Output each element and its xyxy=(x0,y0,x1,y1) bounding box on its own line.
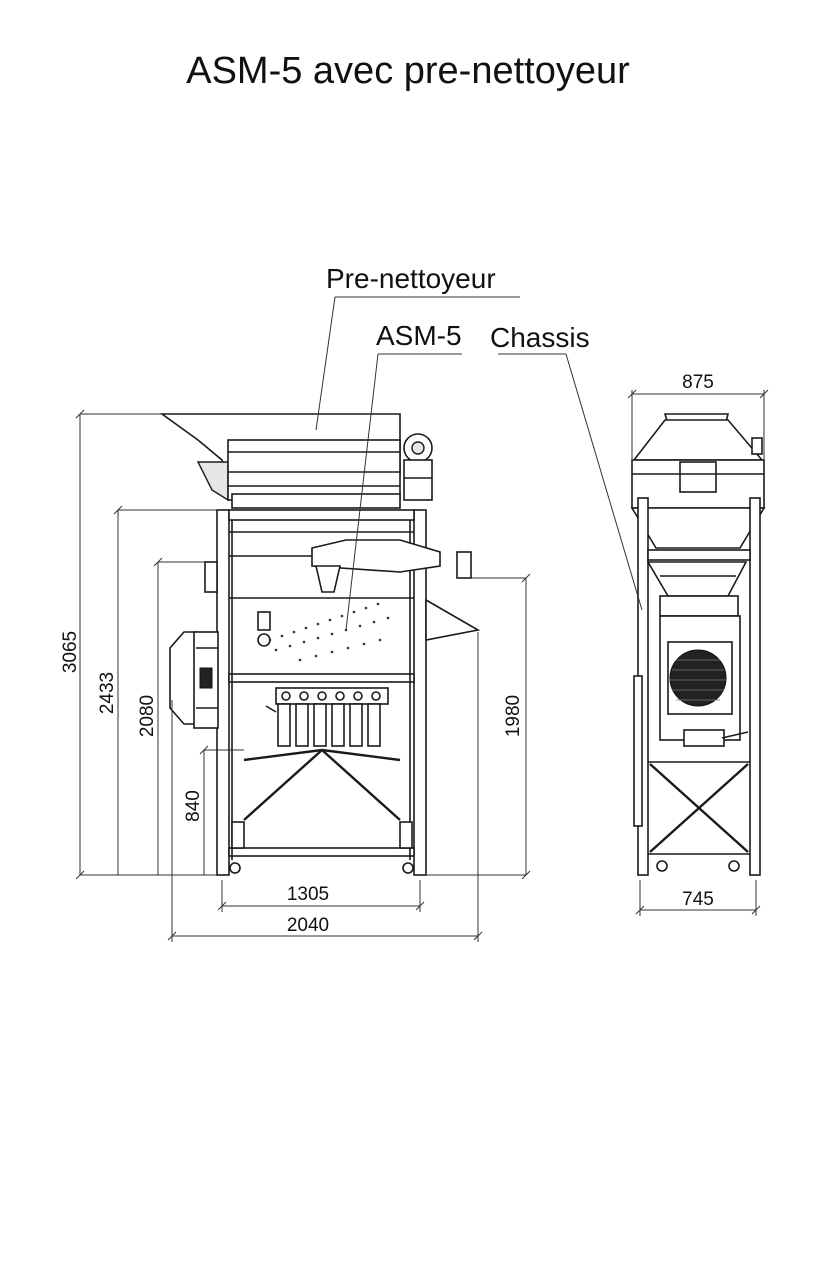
callout-chassis: Chassis xyxy=(490,322,590,353)
dim-frame-width: 1305 xyxy=(287,884,329,905)
side-view: 875 745 xyxy=(627,372,769,916)
outlet-spouts xyxy=(265,687,389,747)
front-dimension-lines xyxy=(75,409,531,942)
pre-cleaner-hopper xyxy=(159,413,401,509)
pre-cleaner-motor xyxy=(403,433,433,501)
dim-total-height: 3065 xyxy=(60,631,81,673)
side-dimension-lines xyxy=(627,389,769,916)
side-hopper xyxy=(630,413,766,549)
side-cross-bracing xyxy=(648,761,750,872)
side-frame xyxy=(633,497,761,876)
dim-side-top-width: 875 xyxy=(682,372,714,393)
callout-leaders xyxy=(315,296,643,631)
main-frame xyxy=(216,509,427,876)
dim-total-width: 2040 xyxy=(287,915,329,936)
page-title: ASM-5 avec pre-nettoyeur xyxy=(186,50,630,92)
dim-height-3: 2080 xyxy=(137,695,158,737)
callout-asm5: ASM-5 xyxy=(376,320,462,351)
callout-pre-cleaner: Pre-nettoyeur xyxy=(326,263,496,294)
grain-flow-dots xyxy=(268,602,390,662)
dim-height-2: 2433 xyxy=(97,672,118,714)
drive-motor xyxy=(169,631,219,729)
dim-side-base-width: 745 xyxy=(682,889,714,910)
wheels xyxy=(229,862,414,874)
dim-height-4: 840 xyxy=(183,790,204,822)
asm5-body xyxy=(204,539,481,647)
side-fan-housing xyxy=(659,615,749,747)
cross-bracing xyxy=(231,748,413,849)
front-view: 3065 2433 2080 840 1980 1305 2040 xyxy=(60,409,531,942)
dim-right-height: 1980 xyxy=(503,695,524,737)
